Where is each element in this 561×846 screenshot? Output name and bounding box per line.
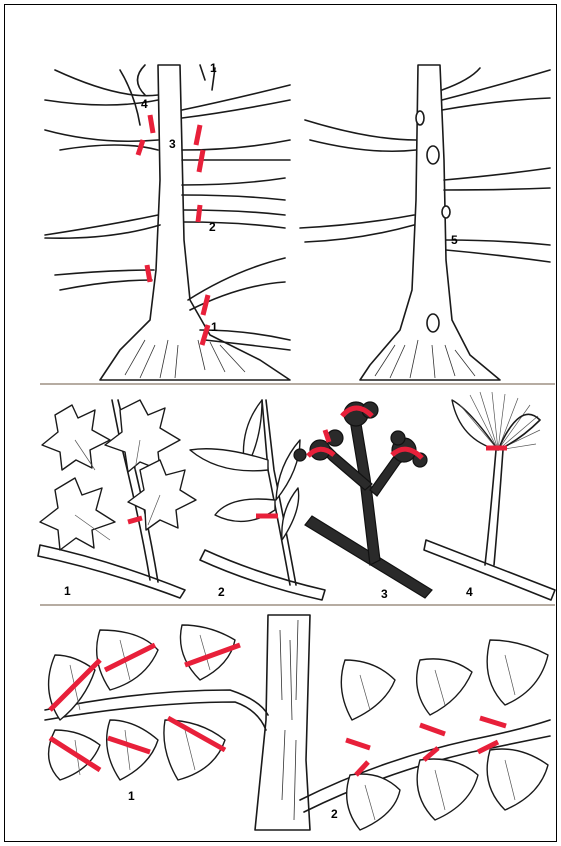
label-5: 5 — [451, 233, 458, 247]
label-m3: 3 — [381, 587, 388, 601]
label-4-top: 4 — [141, 97, 148, 111]
bottom-panel: 1 2 — [45, 615, 550, 830]
label-1-lower: 1 — [211, 320, 218, 334]
cut-mark — [128, 518, 142, 522]
label-m2: 2 — [218, 585, 225, 599]
middle-panel: 1 2 — [38, 392, 555, 601]
cut-mark — [420, 725, 445, 734]
label-2-top: 2 — [209, 220, 216, 234]
cut-mark — [199, 150, 203, 172]
label-b1: 1 — [128, 789, 135, 803]
willow-shoot: 2 — [190, 400, 325, 600]
cut-mark — [150, 115, 153, 133]
label-m1: 1 — [64, 584, 71, 598]
top-right-tree: 5 — [300, 65, 550, 380]
cut-mark — [196, 125, 200, 145]
maple-shoot: 1 — [38, 400, 196, 598]
conifer-shoot: 3 — [294, 402, 432, 601]
cut-mark — [138, 140, 143, 155]
top-left-tree: 1 2 3 4 1 — [45, 61, 290, 380]
cut-mark — [480, 718, 506, 726]
label-m4: 4 — [466, 585, 473, 599]
cut-mark — [346, 740, 370, 748]
cut-mark — [198, 205, 200, 222]
cut-mark — [203, 295, 208, 315]
label-3-top: 3 — [169, 137, 176, 151]
label-b2: 2 — [331, 807, 338, 821]
fern-shoot: 4 — [424, 392, 555, 600]
cut-mark — [147, 265, 150, 282]
label-1-top: 1 — [210, 61, 217, 75]
cut-mark — [325, 430, 329, 442]
